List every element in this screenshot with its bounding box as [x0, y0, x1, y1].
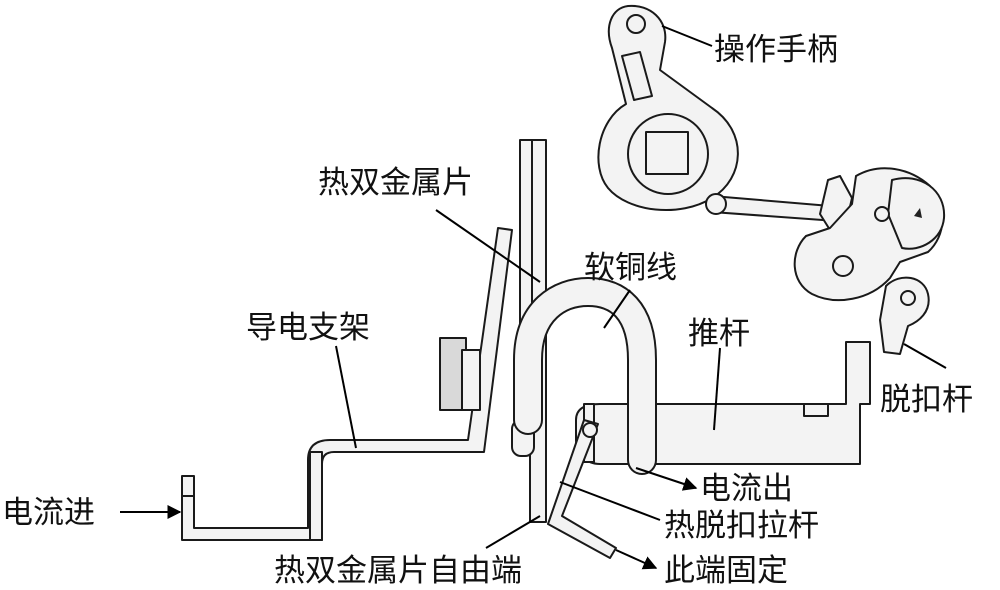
label-operating-handle: 操作手柄	[714, 32, 838, 68]
leader-lines	[120, 25, 947, 570]
label-bimetal-free-end: 热双金属片自由端	[274, 553, 522, 589]
flexible-copper-wire-part	[513, 276, 657, 475]
operating-handle-part	[597, 4, 739, 212]
label-current-in: 电流进	[2, 495, 95, 531]
push-rod-part	[575, 341, 871, 465]
label-conductive-bracket: 导电支架	[246, 310, 370, 346]
label-fixed-end: 此端固定	[664, 553, 788, 589]
label-thermal-trip-pull-rod: 热脱扣拉杆	[664, 508, 819, 544]
label-trip-lever: 脱扣杆	[880, 382, 973, 418]
label-flexible-copper-wire: 软铜线	[584, 250, 677, 286]
thermal-trip-pull-rod-part	[547, 419, 617, 559]
conductive-bracket-part	[181, 227, 513, 541]
label-push-rod: 推杆	[688, 316, 750, 352]
trip-lever-part	[879, 276, 930, 355]
trip-mechanism-part	[793, 167, 946, 301]
label-thermal-bimetal: 热双金属片	[318, 165, 473, 201]
label-current-out: 电流出	[700, 471, 793, 507]
